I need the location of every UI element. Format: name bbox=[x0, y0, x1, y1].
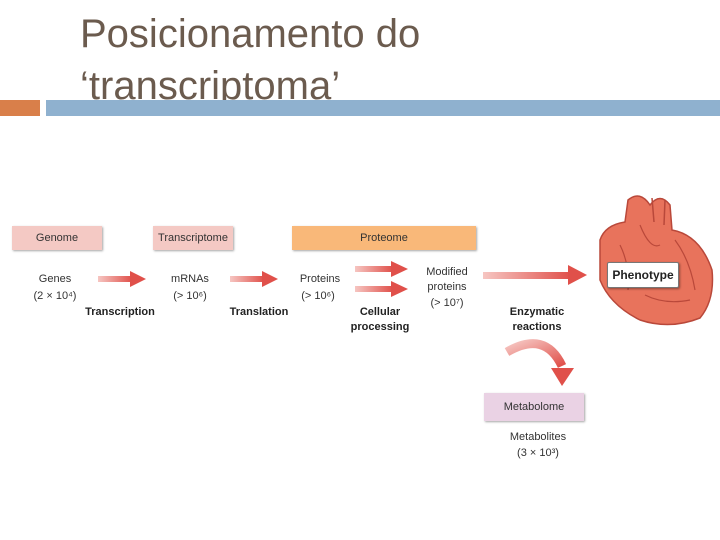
title-accent-bar-orange bbox=[0, 100, 40, 116]
translation-arrow bbox=[230, 271, 278, 287]
enzymatic-reactions-label-line-2: reactions bbox=[512, 321, 562, 333]
cellular-processing-arrow-top bbox=[355, 261, 408, 277]
metabolites-count: (3 × 10³) bbox=[517, 447, 559, 459]
cellular-processing-label-line-2: processing bbox=[350, 321, 410, 333]
metabolome-box: Metabolome bbox=[484, 393, 584, 421]
enzymatic-curved-arrow bbox=[504, 339, 574, 386]
genes-label: Genes bbox=[38, 273, 72, 285]
slide-title-line-1: Posicionamento do bbox=[80, 12, 421, 56]
transcription-label: Transcription bbox=[85, 306, 155, 318]
cellular-processing-arrow-bottom bbox=[355, 281, 408, 297]
transcriptome-box: Transcriptome bbox=[153, 226, 233, 250]
modified-proteins-label-line-1: Modified bbox=[426, 266, 468, 278]
enzymatic-reactions-label-line-1: Enzymatic bbox=[509, 306, 565, 318]
phenotype-arrow bbox=[483, 265, 587, 285]
slide-title: Posicionamento do ‘transcriptoma’ bbox=[80, 8, 420, 112]
modified-proteins-count: (> 10⁷) bbox=[430, 297, 464, 309]
proteins-count: (> 10⁶) bbox=[301, 290, 335, 302]
genes-count: (2 × 10⁴) bbox=[33, 290, 77, 302]
heart-icon bbox=[599, 195, 714, 326]
modified-proteins-label-line-2: proteins bbox=[427, 281, 467, 293]
title-accent-bar-blue bbox=[46, 100, 720, 116]
mrnas-count: (> 10⁶) bbox=[173, 290, 207, 302]
translation-label: Translation bbox=[229, 306, 289, 318]
transcription-arrow bbox=[98, 271, 146, 287]
proteome-box: Proteome bbox=[292, 226, 476, 250]
genome-box: Genome bbox=[12, 226, 102, 250]
proteins-label: Proteins bbox=[299, 273, 341, 285]
mrnas-label: mRNAs bbox=[171, 273, 209, 285]
cellular-processing-label-line-1: Cellular bbox=[359, 306, 401, 318]
phenotype-box: Phenotype bbox=[607, 262, 679, 288]
metabolites-label: Metabolites bbox=[509, 431, 567, 443]
